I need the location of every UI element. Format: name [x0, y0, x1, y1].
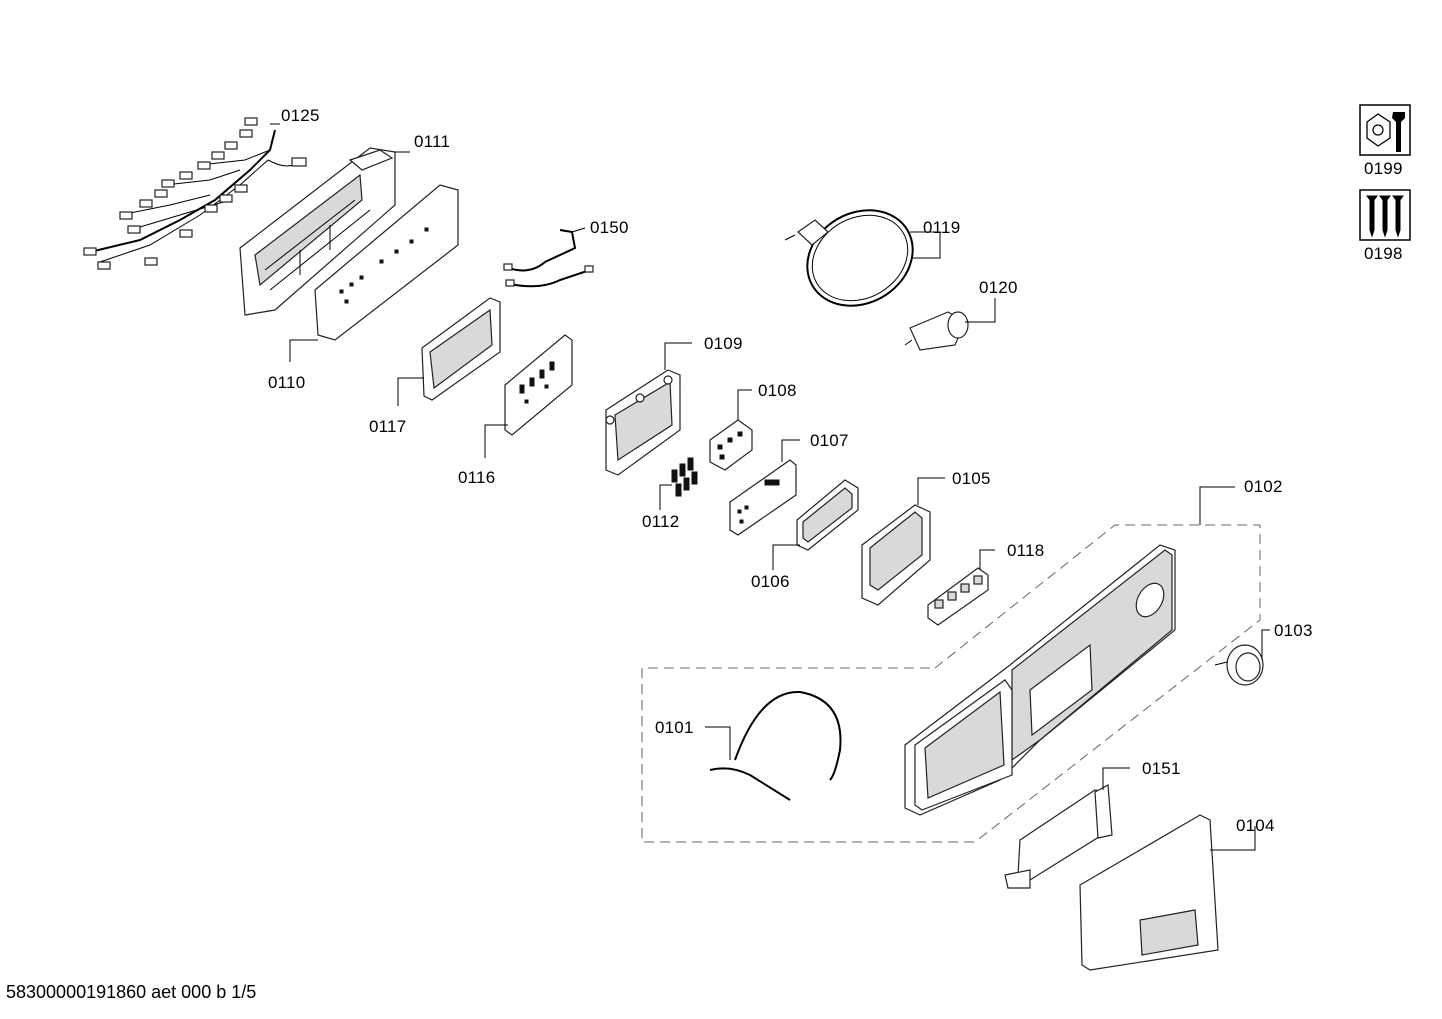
label-0108[interactable]: 0108	[758, 381, 797, 400]
label-0151[interactable]: 0151	[1142, 759, 1181, 778]
label-0111[interactable]: 0111	[414, 132, 451, 151]
label-0107[interactable]: 0107	[810, 431, 849, 450]
screws-icon[interactable]	[1359, 189, 1411, 241]
part-0106-window[interactable]	[796, 479, 859, 551]
part-0119-power-cord[interactable]	[784, 192, 930, 325]
part-0109-frame[interactable]	[605, 369, 681, 476]
label-0106[interactable]: 0106	[751, 572, 790, 591]
label-0105[interactable]: 0105	[952, 469, 991, 488]
part-0105-frame[interactable]	[861, 504, 931, 606]
label-0117[interactable]: 0117	[369, 417, 407, 436]
part-0108-switch-block[interactable]	[709, 419, 753, 471]
label-0120[interactable]: 0120	[979, 278, 1018, 297]
label-0109[interactable]: 0109	[704, 334, 743, 353]
label-0119[interactable]: 0119	[923, 218, 961, 237]
label-0118[interactable]: 0118	[1007, 541, 1045, 560]
part-0116-board[interactable]	[504, 334, 573, 436]
part-0125-wiring-harness[interactable]	[83, 117, 307, 270]
label-0199[interactable]: 0199	[1364, 159, 1403, 178]
part-0150-cable[interactable]	[503, 229, 594, 288]
part-0104-drawer-front[interactable]	[1079, 814, 1219, 971]
part-0103-knob[interactable]	[1214, 644, 1264, 686]
part-0117-frame[interactable]	[421, 297, 501, 401]
part-0110-main-board[interactable]	[314, 184, 459, 341]
document-id: 58300000191860 aet 000 b 1/5	[6, 982, 257, 1002]
part-0112-springs[interactable]	[671, 457, 698, 497]
label-0102[interactable]: 0102	[1244, 477, 1283, 496]
part-0118-buttons[interactable]	[927, 567, 989, 626]
label-0150[interactable]: 0150	[590, 218, 629, 237]
label-0112[interactable]: 0112	[642, 512, 680, 531]
label-0125[interactable]: 0125	[281, 106, 320, 125]
part-0101-seal[interactable]	[709, 690, 842, 801]
label-0103[interactable]: 0103	[1274, 621, 1313, 640]
label-0101[interactable]: 0101	[655, 718, 694, 737]
part-0111-housing[interactable]	[239, 147, 396, 316]
label-0198[interactable]: 0198	[1364, 244, 1403, 263]
part-0107-foil[interactable]	[729, 459, 797, 536]
part-0151-bracket[interactable]	[1004, 784, 1113, 889]
label-0110[interactable]: 0110	[268, 373, 306, 392]
part-0102-control-panel[interactable]	[904, 544, 1176, 816]
hexnut-wrench-icon[interactable]	[1359, 104, 1411, 156]
label-0104[interactable]: 0104	[1236, 816, 1275, 835]
part-0120-filter[interactable]	[904, 311, 969, 351]
label-0116[interactable]: 0116	[458, 468, 496, 487]
